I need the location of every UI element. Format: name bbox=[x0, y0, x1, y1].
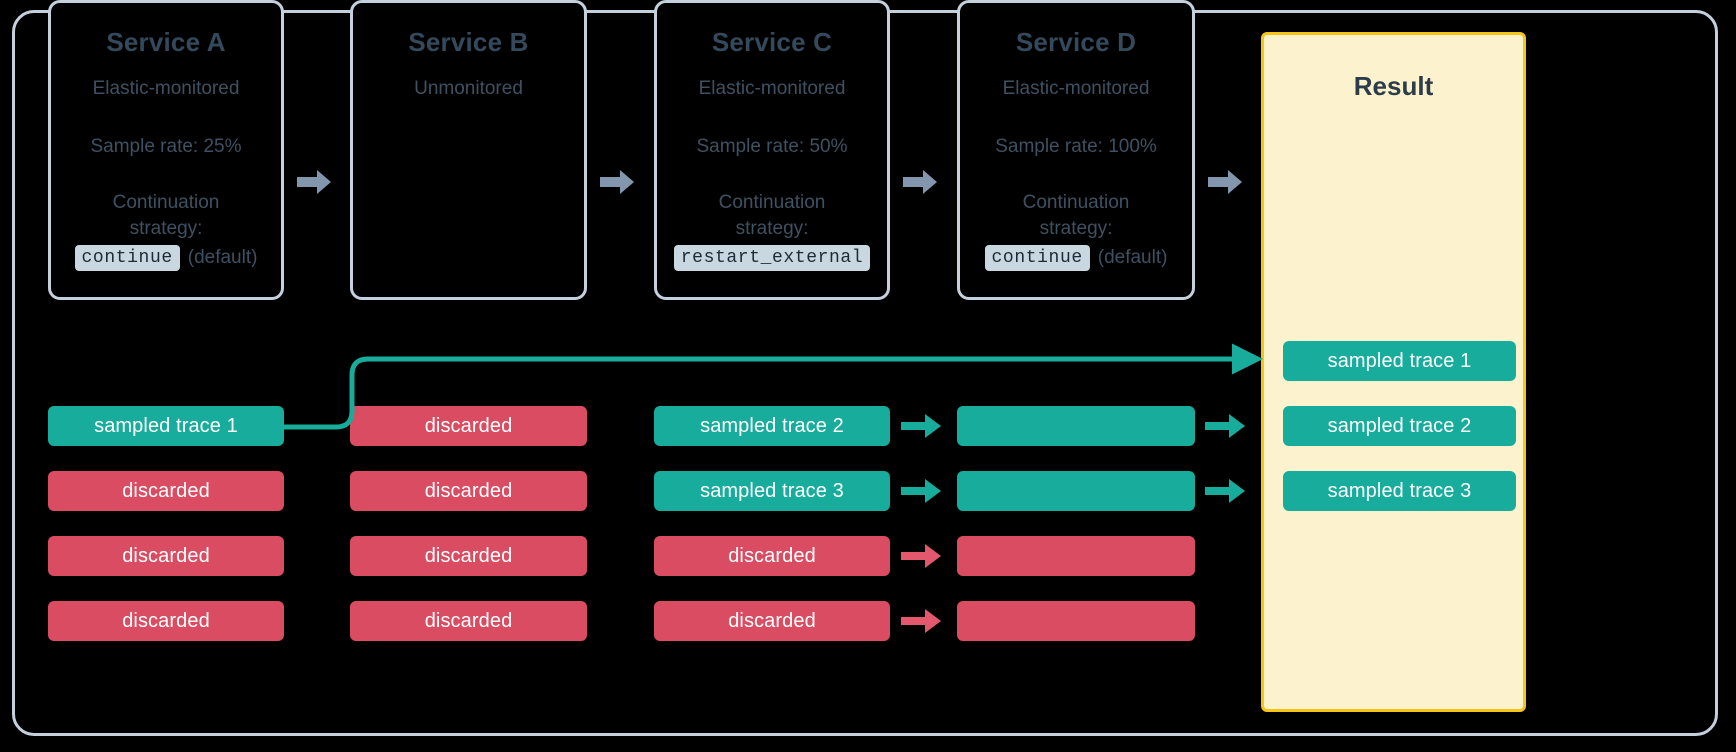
arrow-b-to-c-icon bbox=[600, 170, 640, 194]
trace-bar-d-3 bbox=[957, 536, 1195, 576]
service-card-b: Service B Unmonitored bbox=[350, 0, 587, 300]
trace-bar-a-1: sampled trace 1 bbox=[48, 406, 284, 446]
arrow-c2-to-d2-icon bbox=[901, 479, 945, 503]
service-a-strategy-row: continue (default) bbox=[51, 245, 281, 272]
service-d-sample-rate: Sample rate: 100% bbox=[995, 136, 1157, 157]
result-title: Result bbox=[1353, 71, 1434, 101]
service-a-strategy-note: (default) bbox=[187, 247, 258, 269]
service-c-sample-rate: Sample rate: 50% bbox=[696, 136, 848, 157]
arrow-d1-to-result2-icon bbox=[1205, 414, 1249, 438]
service-d-monitoring: Elastic-monitored bbox=[1002, 78, 1150, 99]
service-a-strategy-chip: continue bbox=[74, 245, 180, 272]
service-a-title: Service A bbox=[106, 27, 226, 57]
service-b-title: Service B bbox=[408, 27, 529, 57]
trace-bar-c-4: discarded bbox=[654, 601, 890, 641]
trace-bar-b-4: discarded bbox=[350, 601, 587, 641]
arrow-a-to-b-icon bbox=[297, 170, 337, 194]
service-b-monitoring: Unmonitored bbox=[414, 78, 523, 99]
trace-bar-d-4 bbox=[957, 601, 1195, 641]
service-d-title: Service D bbox=[1015, 27, 1137, 57]
service-a-sample-rate: Sample rate: 25% bbox=[90, 136, 242, 157]
service-c-monitoring: Elastic-monitored bbox=[698, 78, 846, 99]
arrow-c1-to-d1-icon bbox=[901, 414, 945, 438]
trace-bar-a-2: discarded bbox=[48, 471, 284, 511]
trace-bar-b-1: discarded bbox=[350, 406, 587, 446]
trace-bar-c-3: discarded bbox=[654, 536, 890, 576]
service-d-strategy-row: continue (default) bbox=[960, 245, 1192, 272]
service-card-d: Service D Elastic-monitored Sample rate:… bbox=[957, 0, 1195, 300]
service-a-monitoring: Elastic-monitored bbox=[92, 78, 240, 99]
arrow-c3-to-d3-icon bbox=[901, 544, 945, 568]
trace-bar-a-4: discarded bbox=[48, 601, 284, 641]
trace-bar-a-3: discarded bbox=[48, 536, 284, 576]
trace-bar-d-2 bbox=[957, 471, 1195, 511]
service-d-strategy-note: (default) bbox=[1097, 247, 1168, 269]
arrow-d2-to-result3-icon bbox=[1205, 479, 1249, 503]
service-c-strategy-row: restart_external bbox=[657, 245, 887, 272]
trace-bar-d-1 bbox=[957, 406, 1195, 446]
trace-bar-b-3: discarded bbox=[350, 536, 587, 576]
service-c-strategy-chip: restart_external bbox=[673, 245, 871, 272]
trace-bar-c-1: sampled trace 2 bbox=[654, 406, 890, 446]
service-c-title: Service C bbox=[711, 27, 833, 57]
service-card-c: Service C Elastic-monitored Sample rate:… bbox=[654, 0, 890, 300]
result-trace-2: sampled trace 2 bbox=[1283, 406, 1516, 446]
trace-bar-b-2: discarded bbox=[350, 471, 587, 511]
result-trace-3: sampled trace 3 bbox=[1283, 471, 1516, 511]
arrow-c4-to-d4-icon bbox=[901, 609, 945, 633]
result-trace-1: sampled trace 1 bbox=[1283, 341, 1516, 381]
service-d-strategy-chip: continue bbox=[984, 245, 1090, 272]
arrow-d-to-result-icon bbox=[1208, 170, 1248, 194]
service-card-a: Service A Elastic-monitored Sample rate:… bbox=[48, 0, 284, 300]
trace-bar-c-2: sampled trace 3 bbox=[654, 471, 890, 511]
arrow-c-to-d-icon bbox=[903, 170, 943, 194]
